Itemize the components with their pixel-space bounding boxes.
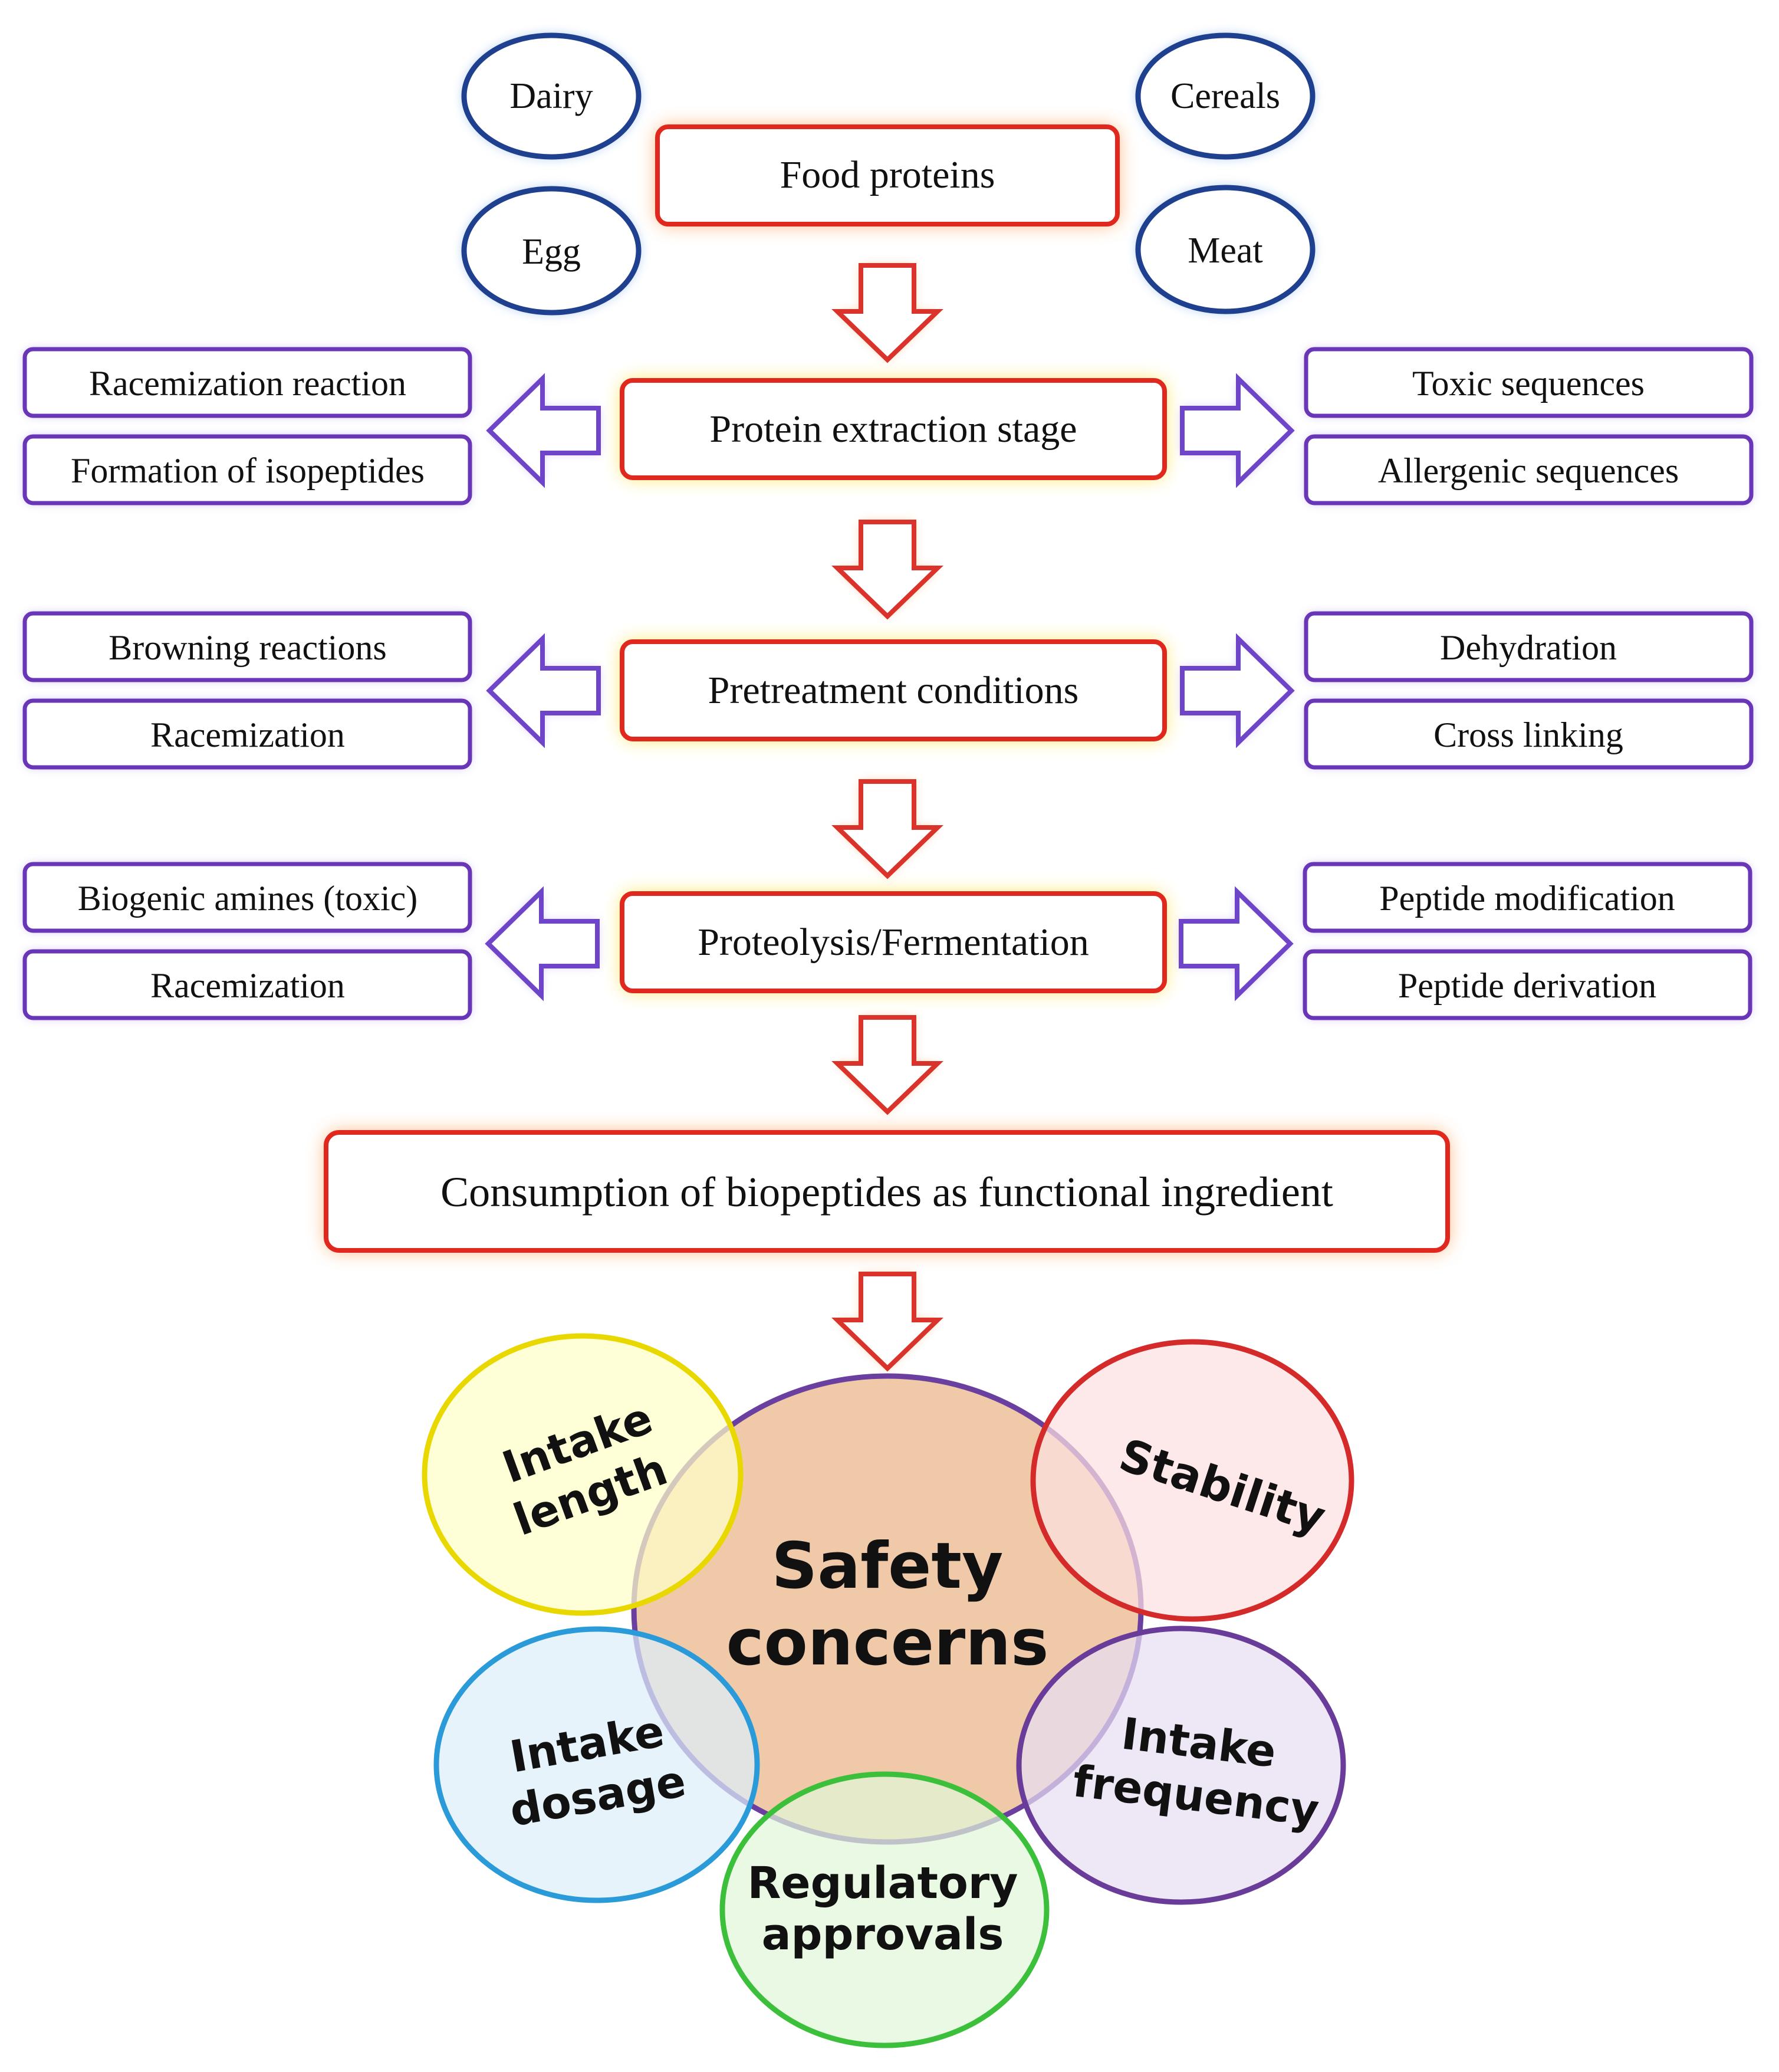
source-meat: Meat	[1135, 185, 1316, 314]
down-arrow	[831, 779, 943, 879]
side-box: Racemization	[22, 698, 472, 770]
side-box-label: Peptide modification	[1379, 879, 1675, 918]
side-box: Racemization reaction	[22, 347, 472, 418]
source-label: Dairy	[509, 76, 593, 116]
stage-label: Pretreatment conditions	[708, 669, 1079, 712]
safety-center-label: Safety concerns	[726, 1529, 1049, 1680]
petal-stability: Stability	[1030, 1339, 1354, 1622]
side-box-label: Allergenic sequences	[1378, 451, 1679, 490]
left-arrow	[486, 633, 601, 748]
side-box-label: Peptide derivation	[1398, 966, 1656, 1005]
side-box: Peptide modification	[1303, 862, 1752, 933]
source-label: Egg	[522, 232, 581, 272]
side-box: Allergenic sequences	[1304, 434, 1754, 505]
side-box: Toxic sequences	[1304, 347, 1754, 418]
source-egg: Egg	[461, 186, 642, 316]
down-arrow	[831, 263, 943, 363]
food-proteins-box: Food proteins	[655, 124, 1120, 226]
side-box-label: Formation of isopeptides	[71, 451, 425, 490]
side-box: Peptide derivation	[1303, 949, 1752, 1020]
source-dairy: Dairy	[461, 32, 642, 160]
safety-title-line1: Safety	[772, 1529, 1004, 1603]
left-arrow	[485, 886, 600, 1001]
side-box: Formation of isopeptides	[22, 434, 472, 505]
stage-box-proteolysis: Proteolysis/Fermentation	[620, 891, 1167, 993]
petal-intake-frequency: Intake frequency	[1016, 1626, 1346, 1905]
side-box: Cross linking	[1304, 698, 1754, 770]
down-arrow	[831, 520, 943, 620]
consumption-box: Consumption of biopeptides as functional…	[324, 1130, 1450, 1253]
side-box-label: Browning reactions	[108, 628, 387, 667]
side-box: Racemization	[22, 949, 472, 1020]
side-box-label: Cross linking	[1433, 715, 1623, 754]
right-arrow	[1180, 373, 1295, 488]
right-arrow	[1180, 633, 1295, 748]
food-proteins-label: Food proteins	[780, 153, 995, 196]
side-box-label: Racemization	[150, 715, 345, 754]
stage-box-pretreatment: Pretreatment conditions	[620, 639, 1167, 741]
source-label: Cereals	[1170, 76, 1280, 116]
side-box-label: Racemization reaction	[89, 364, 406, 403]
petal-label: approvals	[762, 1909, 1004, 1960]
petal-intake-length: Intake length	[422, 1333, 744, 1616]
right-arrow	[1179, 886, 1294, 1001]
side-box: Dehydration	[1304, 611, 1754, 682]
stage-box-protein-extraction: Protein extraction stage	[620, 378, 1167, 480]
safety-cluster: Intake length Stability Intake dosage In…	[422, 1333, 1354, 2048]
down-arrow	[831, 1015, 943, 1115]
petal-intake-dosage: Intake dosage	[433, 1626, 760, 1903]
left-arrow	[486, 373, 601, 488]
side-box-label: Biogenic amines (toxic)	[78, 879, 418, 918]
side-box: Browning reactions	[22, 611, 472, 682]
stage-label: Protein extraction stage	[709, 408, 1077, 451]
safety-title-line2: concerns	[726, 1606, 1049, 1680]
side-box-label: Racemization	[150, 966, 345, 1005]
stage-label: Proteolysis/Fermentation	[698, 921, 1089, 964]
side-box: Biogenic amines (toxic)	[22, 862, 472, 933]
source-label: Meat	[1188, 231, 1262, 271]
down-arrow	[831, 1272, 943, 1372]
consumption-label: Consumption of biopeptides as functional…	[440, 1168, 1333, 1216]
petal-label: Regulatory	[747, 1858, 1018, 1909]
side-box-label: Toxic sequences	[1412, 364, 1645, 403]
petal-regulatory-approvals: Regulatory approvals	[719, 1771, 1050, 2048]
source-cereals: Cereals	[1135, 32, 1316, 160]
side-box-label: Dehydration	[1440, 628, 1617, 667]
